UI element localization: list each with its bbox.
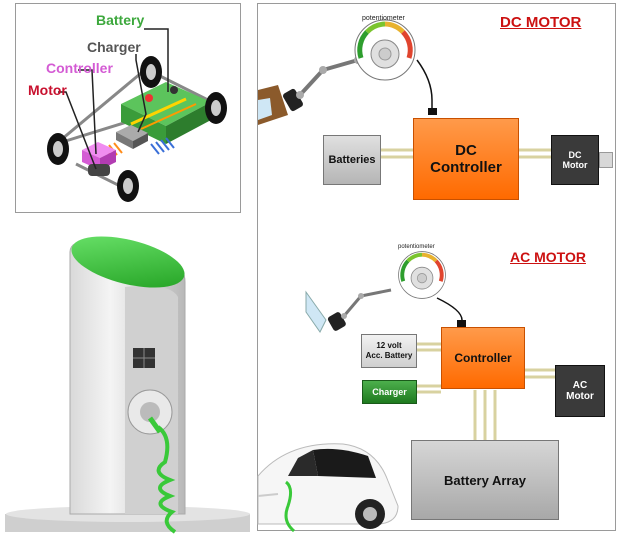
ac-motor-line2: Motor	[566, 391, 594, 402]
ac-motor-box: AC Motor	[555, 365, 605, 417]
dc-wiring	[381, 59, 551, 159]
battery-label: Battery	[96, 12, 145, 28]
dc-motor-line1: DC	[568, 150, 582, 160]
battery-array-label: Battery Array	[444, 472, 526, 488]
ac-potentiometer-label: potentiometer	[398, 244, 435, 250]
dc-batteries-box: Batteries	[323, 135, 381, 185]
dc-motor-line2: Motor	[562, 160, 588, 170]
ac-motor-title: AC MOTOR	[510, 249, 586, 265]
dc-pedal-arm	[258, 56, 362, 125]
ac-potentiometer-dial	[398, 251, 446, 299]
car-diagram-panel: Battery Charger Controller Motor	[15, 3, 241, 213]
dc-potentiometer-dial	[354, 19, 416, 81]
ac-controller-label: Controller	[454, 351, 512, 365]
dc-motor-title: DC MOTOR	[500, 14, 582, 31]
ac-acc-battery-box: 12 volt Acc. Battery	[361, 334, 417, 368]
dc-controller-line2: Controller	[430, 159, 502, 176]
ac-motor-line1: AC	[572, 380, 588, 391]
charger-label: Charger	[87, 39, 141, 55]
electric-car-illustration	[257, 443, 399, 533]
ac-wiring	[391, 297, 555, 440]
ac-pedal-arm	[305, 288, 392, 333]
ac-charger-box: Charger	[362, 380, 417, 404]
dc-potentiometer-label: potentiometer	[362, 15, 405, 22]
car-chassis-illustration	[47, 28, 227, 202]
dc-motor-shaft	[599, 152, 613, 168]
battery-array-box: Battery Array	[411, 440, 559, 520]
dc-controller-line1: DC	[455, 142, 477, 159]
dc-controller-box: DC Controller	[413, 118, 519, 200]
charging-station-illustration	[0, 222, 255, 534]
dc-batteries-label: Batteries	[328, 154, 376, 166]
controller-label: Controller	[46, 60, 113, 76]
ac-charger-label: Charger	[372, 387, 407, 397]
ac-acc-battery-line1: 12 volt	[376, 341, 402, 350]
ac-controller-box: Controller	[441, 327, 525, 389]
dc-motor-box: DC Motor	[551, 135, 599, 185]
motor-label: Motor	[28, 82, 67, 98]
ac-acc-battery-line2: Acc. Battery	[365, 351, 413, 360]
